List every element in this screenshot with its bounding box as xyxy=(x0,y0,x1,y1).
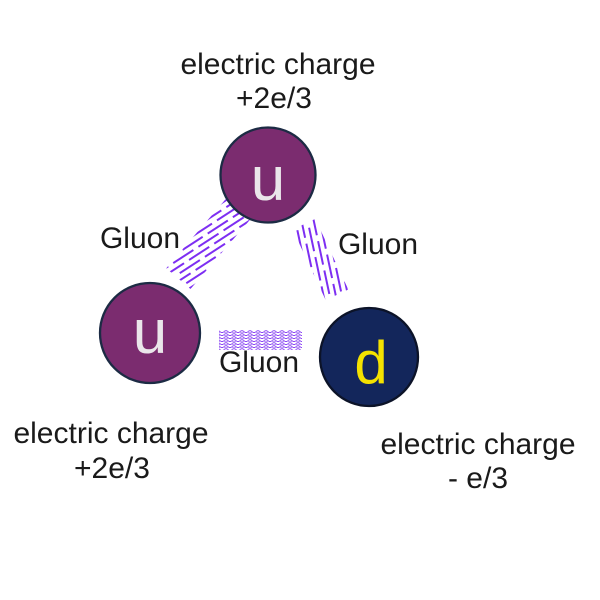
up-quark-top-symbol: u xyxy=(251,145,285,214)
gluon-band-bottom xyxy=(219,330,302,350)
charge-label-right-line1: electric charge xyxy=(380,428,575,461)
down-quark-symbol: d xyxy=(354,329,387,396)
charge-label-top-line2: +2e/3 xyxy=(236,82,312,115)
gluon-band-upper-right xyxy=(292,218,349,301)
gluon-label-upper-right: Gluon xyxy=(338,228,418,261)
charge-label-right-line2: - e/3 xyxy=(448,462,508,495)
down-quark-circle xyxy=(318,306,420,408)
up-quark-top-circle xyxy=(219,126,317,224)
gluon-label-upper-left: Gluon xyxy=(100,222,180,255)
charge-label-left-line2: +2e/3 xyxy=(74,452,150,485)
up-quark-left-circle xyxy=(98,281,202,385)
gluon-band-upper-left xyxy=(166,197,252,289)
up-quark-left-symbol: u xyxy=(133,298,167,367)
charge-label-left-line1: electric charge xyxy=(13,417,208,450)
charge-label-top-line1: electric charge xyxy=(180,48,375,81)
gluon-label-bottom: Gluon xyxy=(219,346,299,379)
